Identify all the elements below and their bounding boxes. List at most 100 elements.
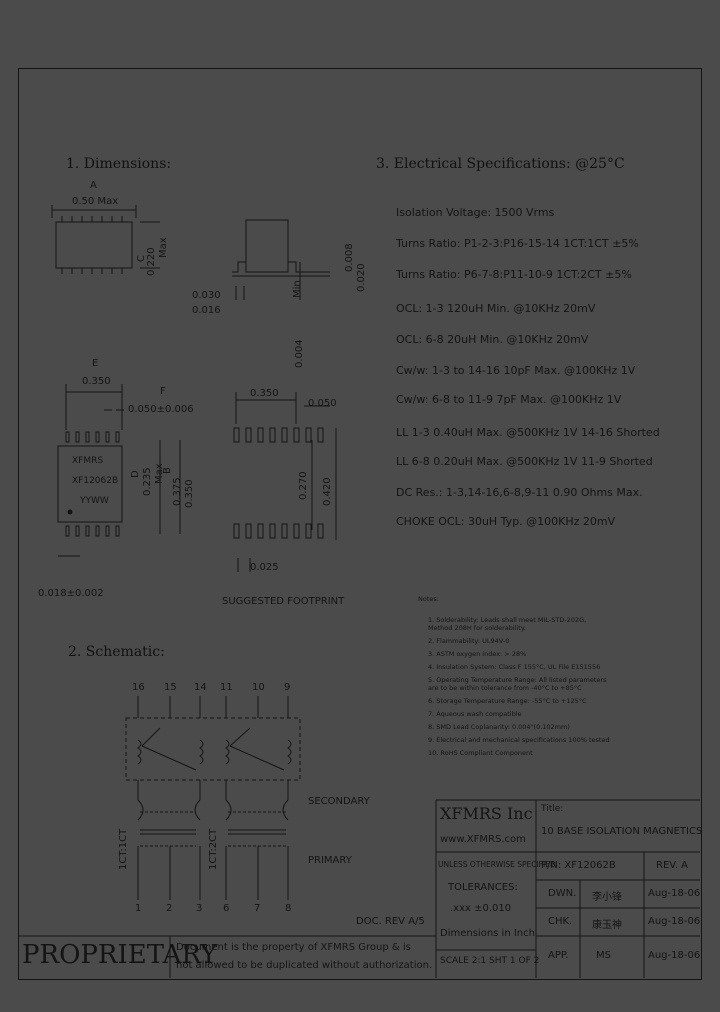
pin-bottom: 2 (166, 903, 173, 914)
dim-c-value: 0.220 (146, 247, 157, 276)
spec-line: OCL: 1-3 120uH Min. @10KHz 20mV (396, 302, 596, 315)
company-website: www.XFMRS.com (440, 834, 526, 845)
proprietary-line-1: Document is the property of XFMRS Group … (176, 942, 411, 953)
dim-e-value: 0.350 (82, 376, 111, 387)
dim-g-value: 0.018±0.002 (38, 588, 104, 599)
dim-lead-a: 0.030 (192, 290, 221, 301)
footprint-dim-350: 0.350 (250, 388, 279, 399)
pin-top: 10 (252, 682, 265, 693)
chk-date: Aug-18-06 (648, 916, 701, 927)
part-number: P/N: XF12062B (541, 860, 616, 871)
front-view-body (57, 445, 123, 523)
dim-lead-d: 0.020 (356, 263, 367, 292)
pin-top: 15 (164, 682, 177, 693)
pin-bottom: 8 (285, 903, 292, 914)
revision: REV. A (656, 860, 689, 871)
notes-list: 1. Solderability: Leads shall meet MIL-S… (428, 616, 610, 757)
title-label: Title: (541, 804, 564, 814)
front-view-leads (65, 431, 120, 537)
dim-b-value: 0.375 (172, 477, 183, 506)
secondary-label: SECONDARY (308, 796, 370, 807)
dwn-label: DWN. (548, 888, 577, 899)
dim-f-value: 0.050±0.006 (128, 404, 194, 415)
spec-line: Turns Ratio: P6-7-8:P11-10-9 1CT:2CT ±5% (396, 268, 632, 281)
app-date: Aug-18-06 (648, 950, 701, 961)
proprietary-label: PROPRIETARY (22, 940, 218, 970)
tolerances-label: TOLERANCES: (448, 882, 518, 893)
side-view-body (245, 219, 289, 273)
pin-bottom: 6 (223, 903, 230, 914)
dim-b-value-2: 0.350 (184, 479, 195, 508)
dim-b-letter: B (162, 467, 173, 474)
marking-line-2: XF12062B (72, 476, 119, 486)
footprint-dim-025: 0.025 (250, 562, 279, 573)
note-item: 1. Solderability: Leads shall meet MIL-S… (428, 616, 587, 624)
dim-e-letter: E (92, 358, 99, 369)
spec-line: Cw/w: 1-3 to 14-16 10pF Max. @100KHz 1V (396, 364, 636, 377)
company-name: XFMRS Inc (440, 804, 533, 823)
note-item: Method 208H for solderability. (428, 624, 526, 632)
dim-a-letter: A (90, 180, 97, 191)
footprint-dim-050: 0.050 (308, 398, 337, 409)
unless-specified: UNLESS OTHERWISE SPECIFIED (438, 860, 556, 869)
dim-f-letter: F (160, 386, 166, 397)
proprietary-line-2: not allowed to be duplicated without aut… (176, 960, 433, 971)
pin-bottom: 3 (196, 903, 203, 914)
dim-c-max: Max (158, 237, 169, 258)
note-item: are to be within tolerance from -40°C to… (428, 684, 582, 692)
schematic-wires (137, 696, 292, 900)
chk-label: CHK. (548, 916, 573, 927)
primary-label: PRIMARY (308, 855, 352, 866)
dim-lead-c: 0.008 (344, 243, 355, 272)
spec-line: CHOKE OCL: 30uH Typ. @100KHz 20mV (396, 515, 616, 528)
schematic-header: 2. Schematic: (68, 644, 165, 660)
dimensions-header: 1. Dimensions: (66, 156, 172, 172)
spec-line: DC Res.: 1-3,14-16,6-8,9-11 0.90 Ohms Ma… (396, 486, 643, 499)
note-item: 10. RoHS Compliant Component (428, 749, 533, 757)
marking-line-3: YYWW (80, 496, 109, 506)
dimensions-unit: Dimensions in Inch (440, 928, 535, 939)
ratio-right: 1CT:2CT (208, 828, 219, 870)
top-view-body (55, 221, 133, 269)
common-mode-choke-box (125, 717, 301, 781)
footprint-pads (233, 427, 324, 539)
dim-d-value: 0.235 (142, 467, 153, 496)
spec-line: OCL: 6-8 20uH Min. @10KHz 20mV (396, 333, 589, 346)
dwn-name: 李小锋 (592, 892, 622, 903)
pin-bottom: 7 (254, 903, 261, 914)
dim-lead-b: 0.016 (192, 305, 221, 316)
dim-d-letter: D (130, 470, 141, 478)
dwn-date: Aug-18-06 (648, 888, 701, 899)
spec-line: Cw/w: 6-8 to 11-9 7pF Max. @100KHz 1V (396, 393, 622, 406)
electrical-header: 3. Electrical Specifications: @25°C (376, 156, 625, 172)
footprint-dim-270: 0.270 (298, 471, 309, 500)
top-view-leads (61, 216, 123, 274)
spec-line: LL 6-8 0.20uH Max. @500KHz 1V 11-9 Short… (396, 455, 653, 468)
note-item: 4. Insulation System: Class F 155°C, UL … (428, 663, 601, 671)
note-item: 9. Electrical and mechanical specificati… (428, 736, 610, 744)
note-item: 5. Operating Temperature Range: All list… (428, 676, 607, 684)
title-value: 10 BASE ISOLATION MAGNETICS (541, 826, 703, 837)
marking-line-1: XFMRS (72, 456, 104, 466)
footprint-dim-420: 0.420 (322, 477, 333, 506)
note-item: 3. ASTM oxygen index: > 28% (428, 650, 527, 658)
note-item: 2. Flammability: UL94V-0 (428, 637, 510, 645)
note-item: 6. Storage Temperature Range: -55°C to +… (428, 697, 587, 705)
pin-top: 14 (194, 682, 207, 693)
chk-name: 康玉神 (592, 920, 622, 931)
note-item: 7. Aqueous wash compatible (428, 710, 522, 718)
tolerance-value: .xxx ±0.010 (450, 903, 512, 914)
ratio-left: 1CT:1CT (118, 828, 129, 870)
spec-line: Isolation Voltage: 1500 Vrms (396, 206, 555, 219)
pin-top: 16 (132, 682, 145, 693)
dim-min-value: 0.004 (294, 339, 305, 368)
app-name: MS (596, 950, 611, 961)
note-item: 8. SMD Lead Coplanarity: 0.004"(0.102mm) (428, 723, 570, 731)
scale-sheet: SCALE 2:1 SHT 1 OF 2 (440, 956, 540, 966)
notes-title: Notes: (418, 595, 439, 603)
pin-bottom: 1 (135, 903, 142, 914)
pin-top: 11 (220, 682, 233, 693)
drawing-sheet (18, 68, 702, 980)
dim-min-label: Min (292, 280, 303, 298)
